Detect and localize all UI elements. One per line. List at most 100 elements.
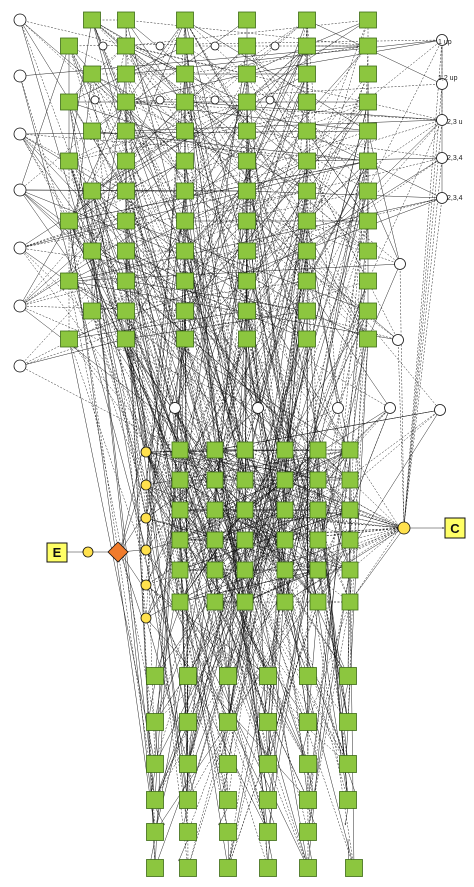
event-circle[interactable]: [392, 334, 404, 346]
task-box[interactable]: [339, 713, 357, 731]
task-box[interactable]: [341, 561, 359, 579]
task-box[interactable]: [176, 152, 194, 170]
task-box[interactable]: [206, 441, 224, 459]
task-box[interactable]: [298, 272, 316, 290]
event-circle[interactable]: [332, 402, 344, 414]
task-box[interactable]: [171, 531, 189, 549]
task-box[interactable]: [117, 11, 135, 29]
junction-circle[interactable]: [155, 41, 165, 51]
task-box[interactable]: [341, 501, 359, 519]
task-box[interactable]: [176, 122, 194, 140]
junction-circle[interactable]: [90, 95, 100, 105]
junction-circle[interactable]: [210, 41, 220, 51]
task-box[interactable]: [339, 667, 357, 685]
task-box[interactable]: [146, 667, 164, 685]
task-box[interactable]: [259, 755, 277, 773]
task-box[interactable]: [206, 501, 224, 519]
task-box[interactable]: [298, 302, 316, 320]
task-box[interactable]: [298, 330, 316, 348]
task-box[interactable]: [117, 182, 135, 200]
task-box[interactable]: [176, 182, 194, 200]
task-box[interactable]: [298, 93, 316, 111]
task-box[interactable]: [236, 441, 254, 459]
task-box[interactable]: [299, 755, 317, 773]
task-box[interactable]: [176, 212, 194, 230]
task-box[interactable]: [219, 713, 237, 731]
task-box[interactable]: [206, 471, 224, 489]
task-box[interactable]: [341, 441, 359, 459]
task-box[interactable]: [176, 242, 194, 260]
task-box[interactable]: [171, 501, 189, 519]
split-gateway[interactable]: [107, 541, 129, 563]
task-box[interactable]: [341, 471, 359, 489]
task-box[interactable]: [206, 531, 224, 549]
task-box[interactable]: [238, 302, 256, 320]
event-circle[interactable]: [436, 78, 448, 90]
task-box[interactable]: [117, 212, 135, 230]
event-circle[interactable]: [13, 183, 27, 197]
task-box[interactable]: [83, 11, 101, 29]
event-circle[interactable]: [384, 402, 396, 414]
task-box[interactable]: [179, 859, 197, 877]
task-box[interactable]: [359, 11, 377, 29]
task-box[interactable]: [60, 272, 78, 290]
task-box[interactable]: [309, 471, 327, 489]
task-box[interactable]: [60, 93, 78, 111]
task-box[interactable]: [117, 93, 135, 111]
task-box[interactable]: [171, 471, 189, 489]
task-box[interactable]: [309, 593, 327, 611]
task-box[interactable]: [339, 791, 357, 809]
task-box[interactable]: [171, 593, 189, 611]
task-box[interactable]: [179, 713, 197, 731]
task-box[interactable]: [179, 791, 197, 809]
task-box[interactable]: [359, 242, 377, 260]
task-box[interactable]: [146, 713, 164, 731]
task-box[interactable]: [206, 593, 224, 611]
task-box[interactable]: [359, 302, 377, 320]
start-event[interactable]: E: [46, 542, 68, 563]
task-box[interactable]: [359, 182, 377, 200]
task-box[interactable]: [117, 242, 135, 260]
task-box[interactable]: [60, 212, 78, 230]
task-box[interactable]: [359, 65, 377, 83]
task-box[interactable]: [309, 561, 327, 579]
task-box[interactable]: [206, 561, 224, 579]
task-box[interactable]: [298, 11, 316, 29]
task-box[interactable]: [176, 93, 194, 111]
junction-circle[interactable]: [210, 95, 220, 105]
task-box[interactable]: [298, 152, 316, 170]
task-box[interactable]: [176, 37, 194, 55]
task-box[interactable]: [83, 122, 101, 140]
task-box[interactable]: [146, 755, 164, 773]
task-box[interactable]: [219, 755, 237, 773]
task-box[interactable]: [236, 561, 254, 579]
task-box[interactable]: [238, 122, 256, 140]
event-circle[interactable]: [436, 34, 448, 46]
task-box[interactable]: [359, 152, 377, 170]
task-box[interactable]: [60, 330, 78, 348]
token-circle[interactable]: [140, 579, 152, 591]
task-box[interactable]: [146, 823, 164, 841]
task-box[interactable]: [298, 182, 316, 200]
event-circle[interactable]: [436, 192, 448, 204]
task-box[interactable]: [341, 531, 359, 549]
task-box[interactable]: [238, 93, 256, 111]
task-box[interactable]: [276, 531, 294, 549]
junction-circle[interactable]: [270, 41, 280, 51]
junction-circle[interactable]: [265, 95, 275, 105]
task-box[interactable]: [171, 441, 189, 459]
junction-circle[interactable]: [155, 95, 165, 105]
task-box[interactable]: [179, 823, 197, 841]
event-circle[interactable]: [13, 241, 27, 255]
event-circle[interactable]: [394, 258, 406, 270]
task-box[interactable]: [83, 302, 101, 320]
task-box[interactable]: [176, 11, 194, 29]
task-box[interactable]: [339, 755, 357, 773]
task-box[interactable]: [276, 441, 294, 459]
task-box[interactable]: [276, 471, 294, 489]
task-box[interactable]: [236, 501, 254, 519]
task-box[interactable]: [83, 242, 101, 260]
task-box[interactable]: [259, 791, 277, 809]
task-box[interactable]: [299, 667, 317, 685]
task-box[interactable]: [236, 593, 254, 611]
